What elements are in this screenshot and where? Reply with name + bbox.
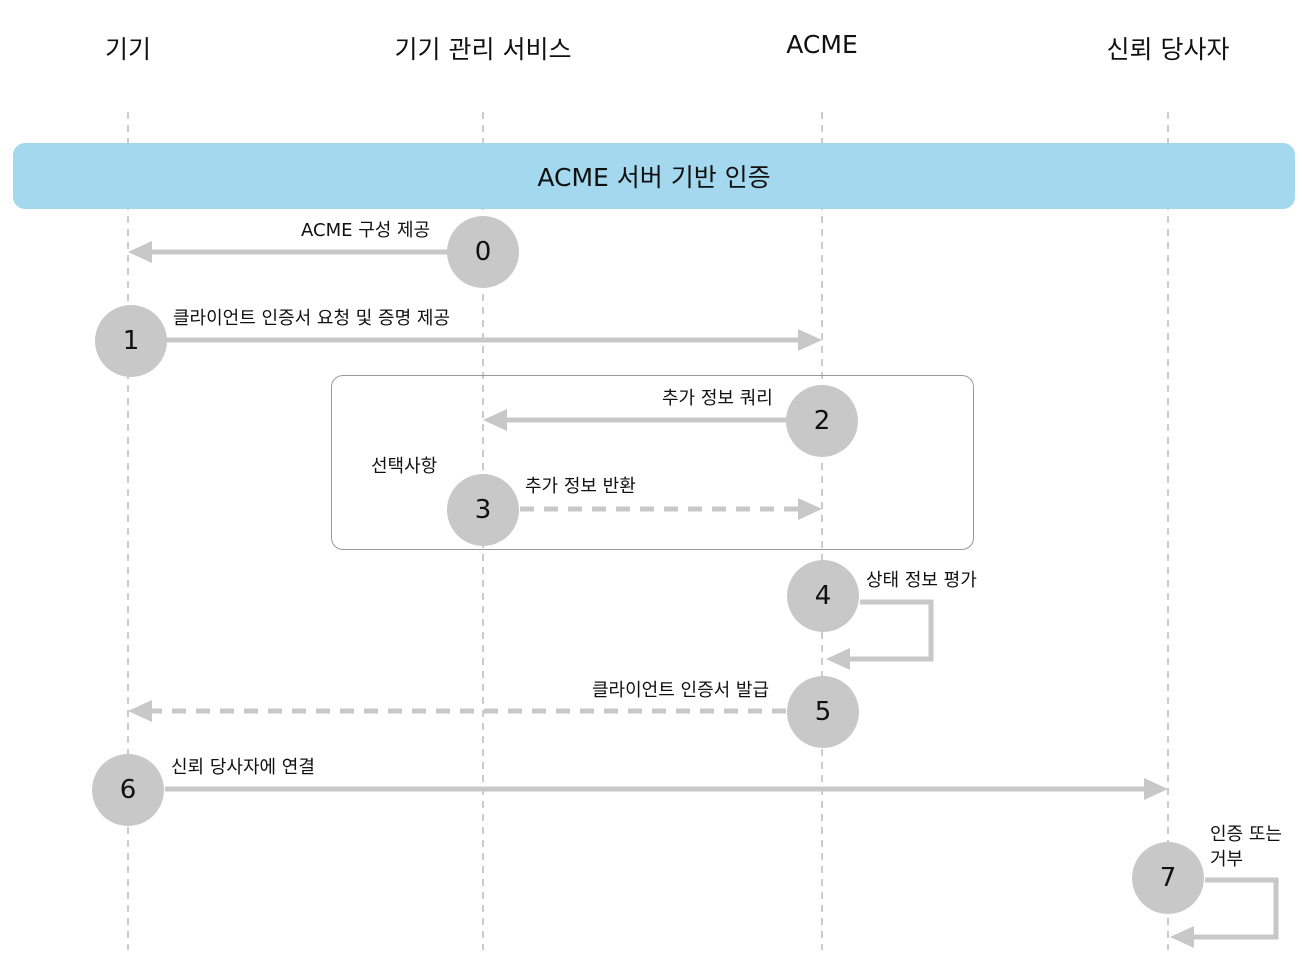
step-7-label-line2: 거부 xyxy=(1210,849,1244,870)
arrowhead-5 xyxy=(128,700,152,722)
arrowhead-4 xyxy=(826,648,850,670)
arrow-4 xyxy=(850,599,934,662)
step-6-circle: 6 xyxy=(92,754,164,826)
step-5-circle: 5 xyxy=(787,676,859,748)
step-0-circle: 0 xyxy=(447,216,519,288)
arrowhead-7 xyxy=(1170,926,1194,948)
step-1-label: 클라이언트 인증서 요청 및 증명 제공 xyxy=(173,308,451,329)
step-6-label: 신뢰 당사자에 연결 xyxy=(171,757,315,778)
step-4-label: 상태 정보 평가 xyxy=(866,570,977,591)
step-3-label: 추가 정보 반환 xyxy=(525,476,636,497)
actor-relying-party: 신뢰 당사자 xyxy=(1106,35,1230,64)
optional-label: 선택사항 xyxy=(371,456,438,477)
step-7-circle: 7 xyxy=(1132,842,1204,914)
actor-device-management-service: 기기 관리 서비스 xyxy=(394,35,572,64)
arrowhead-0 xyxy=(128,241,152,263)
step-2-circle: 2 xyxy=(786,385,858,457)
step-4-circle: 4 xyxy=(787,560,859,632)
step-7-label-line1: 인증 또는 xyxy=(1210,824,1282,845)
arrowhead-6 xyxy=(1144,778,1168,800)
arrowhead-1 xyxy=(798,329,822,351)
step-1-circle: 1 xyxy=(95,305,167,377)
arrowhead-3 xyxy=(798,498,822,520)
acme-auth-banner: ACME 서버 기반 인증 xyxy=(13,143,1295,209)
arrow-7 xyxy=(1194,877,1279,940)
banner-text: ACME 서버 기반 인증 xyxy=(537,163,771,192)
step-5-label: 클라이언트 인증서 발급 xyxy=(592,680,770,701)
optional-frame xyxy=(331,375,974,550)
step-2-label: 추가 정보 쿼리 xyxy=(662,388,773,409)
actor-acme: ACME xyxy=(786,30,858,59)
step-3-circle: 3 xyxy=(447,474,519,546)
step-0-label: ACME 구성 제공 xyxy=(301,220,431,241)
actor-device: 기기 xyxy=(104,35,152,64)
arrowhead-2 xyxy=(483,409,507,431)
